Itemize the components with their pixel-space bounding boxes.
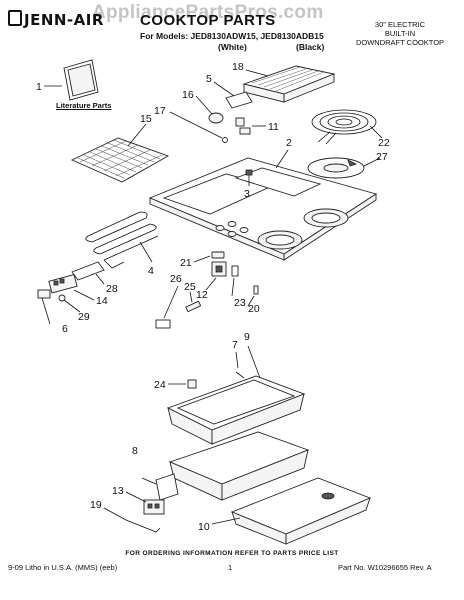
- product-description: 30" ELECTRIC BUILT-IN DOWNDRAFT COOKTOP: [344, 20, 456, 47]
- callout-28: 28: [106, 283, 118, 295]
- callout-22: 22: [378, 137, 390, 149]
- color-black: (Black): [296, 42, 325, 52]
- callout-7: 7: [232, 339, 238, 351]
- product-line-2: BUILT-IN: [384, 29, 416, 38]
- part-screw: [235, 351, 245, 379]
- callout-numbers: 1 2 3 4 5 6 7 8 9 10 11 12 13 14 15 16 1…: [36, 61, 390, 533]
- callout-20: 20: [248, 303, 260, 315]
- callout-12: 12: [196, 289, 208, 301]
- footer-litho: 9-09 Litho in U.S.A. (MMS) (eeb): [8, 563, 118, 572]
- part-drip-bowl: [307, 157, 381, 179]
- callout-24: 24: [154, 379, 166, 391]
- callout-14: 14: [96, 295, 108, 307]
- callout-15: 15: [140, 113, 152, 125]
- model-numbers: For Models: JED8130ADW15, JED8130ADB15: [140, 31, 324, 41]
- callout-9: 9: [244, 331, 250, 343]
- product-line-3: DOWNDRAFT COOKTOP: [355, 38, 445, 47]
- part-cooktop-top: [148, 149, 378, 261]
- literature-label: Literature Parts: [56, 101, 112, 110]
- callout-18: 18: [232, 61, 244, 73]
- brand-logo: JENN-AIR: [8, 10, 104, 29]
- callout-10: 10: [198, 521, 210, 533]
- brand-name: JENN-AIR: [24, 11, 104, 29]
- part-terminal-block: [37, 261, 105, 325]
- part-coil-element: [311, 109, 383, 145]
- callout-27: 27: [376, 151, 388, 163]
- footer-part-number: Part No. W10296655 Rev. A: [338, 563, 432, 572]
- model-colors: (White) (Black): [218, 42, 368, 52]
- watermark: AppliancePartsPros.com: [92, 2, 324, 23]
- callout-17: 17: [154, 105, 166, 117]
- footer-page-number: 1: [228, 563, 233, 572]
- callout-11: 11: [268, 121, 279, 133]
- callout-25: 25: [184, 281, 196, 293]
- product-line-1: 30" ELECTRIC: [374, 20, 426, 29]
- callout-16: 16: [182, 89, 194, 101]
- part-grill-grate: [70, 123, 170, 183]
- callout-19: 19: [90, 499, 102, 511]
- callout-4: 4: [148, 265, 154, 277]
- part-knob-assembly: [169, 81, 266, 143]
- part-control-box: [103, 473, 179, 533]
- brand-mark-icon: [8, 10, 22, 26]
- footer-order-info: FOR ORDERING INFORMATION REFER TO PARTS …: [125, 550, 339, 557]
- part-literature-booklet: [44, 59, 99, 101]
- callout-8: 8: [132, 445, 138, 457]
- callout-21: 21: [180, 257, 192, 269]
- callout-1: 1: [36, 81, 42, 93]
- callout-6: 6: [62, 323, 68, 335]
- callout-26: 26: [170, 273, 182, 285]
- page-title: COOKTOP PARTS: [140, 12, 276, 29]
- color-white: (White): [218, 42, 247, 52]
- part-grill-element: [85, 211, 159, 269]
- callout-2: 2: [286, 137, 292, 149]
- part-downdraft-grille: [242, 65, 336, 103]
- callout-13: 13: [112, 485, 124, 497]
- part-downdraft-tray: [166, 345, 306, 445]
- callout-23: 23: [234, 297, 246, 309]
- part-lower-housing: [168, 431, 372, 545]
- callout-5: 5: [206, 73, 212, 85]
- callout-29: 29: [78, 311, 90, 323]
- callout-3: 3: [244, 188, 250, 200]
- part-clip: [168, 379, 197, 389]
- part-infinite-switch: [155, 251, 259, 329]
